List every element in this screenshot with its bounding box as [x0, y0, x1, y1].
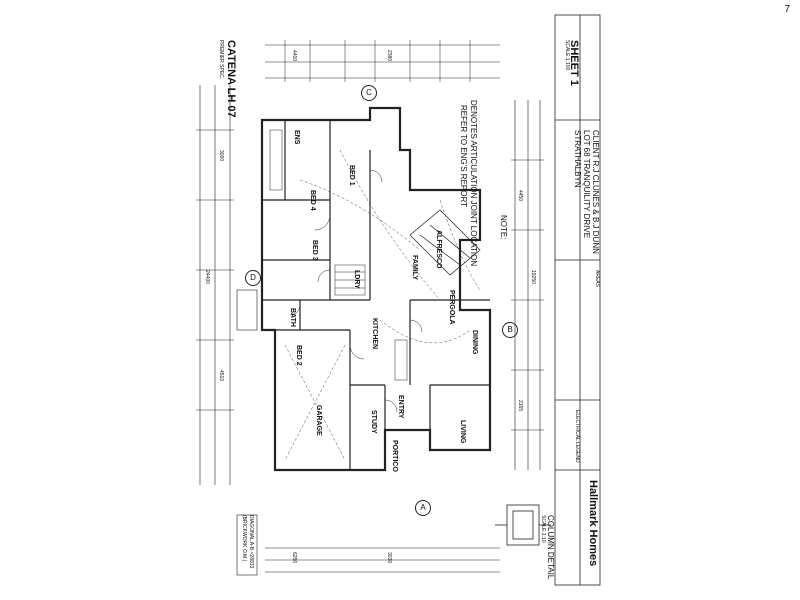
page-number: 7	[784, 4, 790, 15]
dimension-overall-width: 24400	[204, 270, 210, 284]
room-dining: DINING	[471, 330, 478, 355]
dimension-7: 4450	[517, 190, 523, 202]
room-bed4: BED 4	[309, 190, 316, 211]
marker-a: A	[415, 500, 431, 516]
electrical-legend-title: ELECTRICAL LEGEND	[574, 410, 580, 463]
room-pergola: PERGOLA	[448, 290, 455, 325]
room-kitchen: KITCHEN	[371, 318, 378, 350]
engineer-note: REFER TO ENG'S REPORT	[459, 105, 468, 207]
note-label: NOTE:	[499, 215, 508, 240]
dimension-5: 6250	[291, 552, 297, 564]
model-title: CATENA LH 07	[225, 40, 237, 118]
column-detail-scale: SCALE 1:10	[540, 515, 546, 543]
areas-label: AREAS	[594, 270, 600, 287]
marker-d: D	[245, 270, 261, 286]
client-line-2: LOT 68 TRANQUILITY DRIVE	[582, 130, 591, 239]
room-bed3: BED 3	[311, 240, 318, 261]
dimension-4: 2380	[386, 50, 392, 62]
dimension-1: 3000	[218, 150, 224, 162]
room-living: LIVING	[459, 420, 466, 444]
scale-label: SCALE 1:100	[564, 40, 570, 71]
client-line-1: CLIENT R.J CLUNES & B.J DUNN	[591, 130, 600, 254]
company-logo: Hallmark Homes	[587, 480, 599, 567]
client-line-3: STRATHALBYN	[573, 130, 582, 188]
room-entry: ENTRY	[397, 395, 404, 419]
dimension-2: 4510	[218, 370, 224, 382]
room-bath: BATH	[289, 308, 296, 327]
room-ens: ENS	[293, 130, 300, 145]
room-study: STUDY	[370, 410, 377, 434]
room-ldry: LDRY	[353, 270, 360, 289]
dimension-6: 3030	[386, 552, 392, 564]
diagonal-note: DIAGONAL A-B =28833	[248, 515, 254, 569]
articulation-note: DENOTES ARTICULATION JOINT LOCATION	[469, 100, 478, 267]
room-bed1: BED 1	[348, 165, 355, 186]
room-family: FAMILY	[411, 255, 418, 281]
marker-c: C	[361, 85, 377, 101]
marker-b: B	[502, 322, 518, 338]
dimension-3: 4400	[291, 50, 297, 62]
column-detail-title: COLUMN DETAIL	[546, 515, 555, 580]
brickwork-note: (BRICKWORK O.M.)	[241, 515, 247, 562]
room-alfresco: ALFRESCO	[435, 230, 442, 269]
room-bed2: BED 2	[295, 345, 302, 366]
room-portico: PORTICO	[391, 440, 398, 472]
dimension-8: 2165	[517, 400, 523, 412]
dimension-overall-length: 19250	[530, 270, 536, 284]
room-garage: GARAGE	[315, 405, 322, 436]
spec-label: PREMIER SPEC.	[218, 40, 224, 80]
